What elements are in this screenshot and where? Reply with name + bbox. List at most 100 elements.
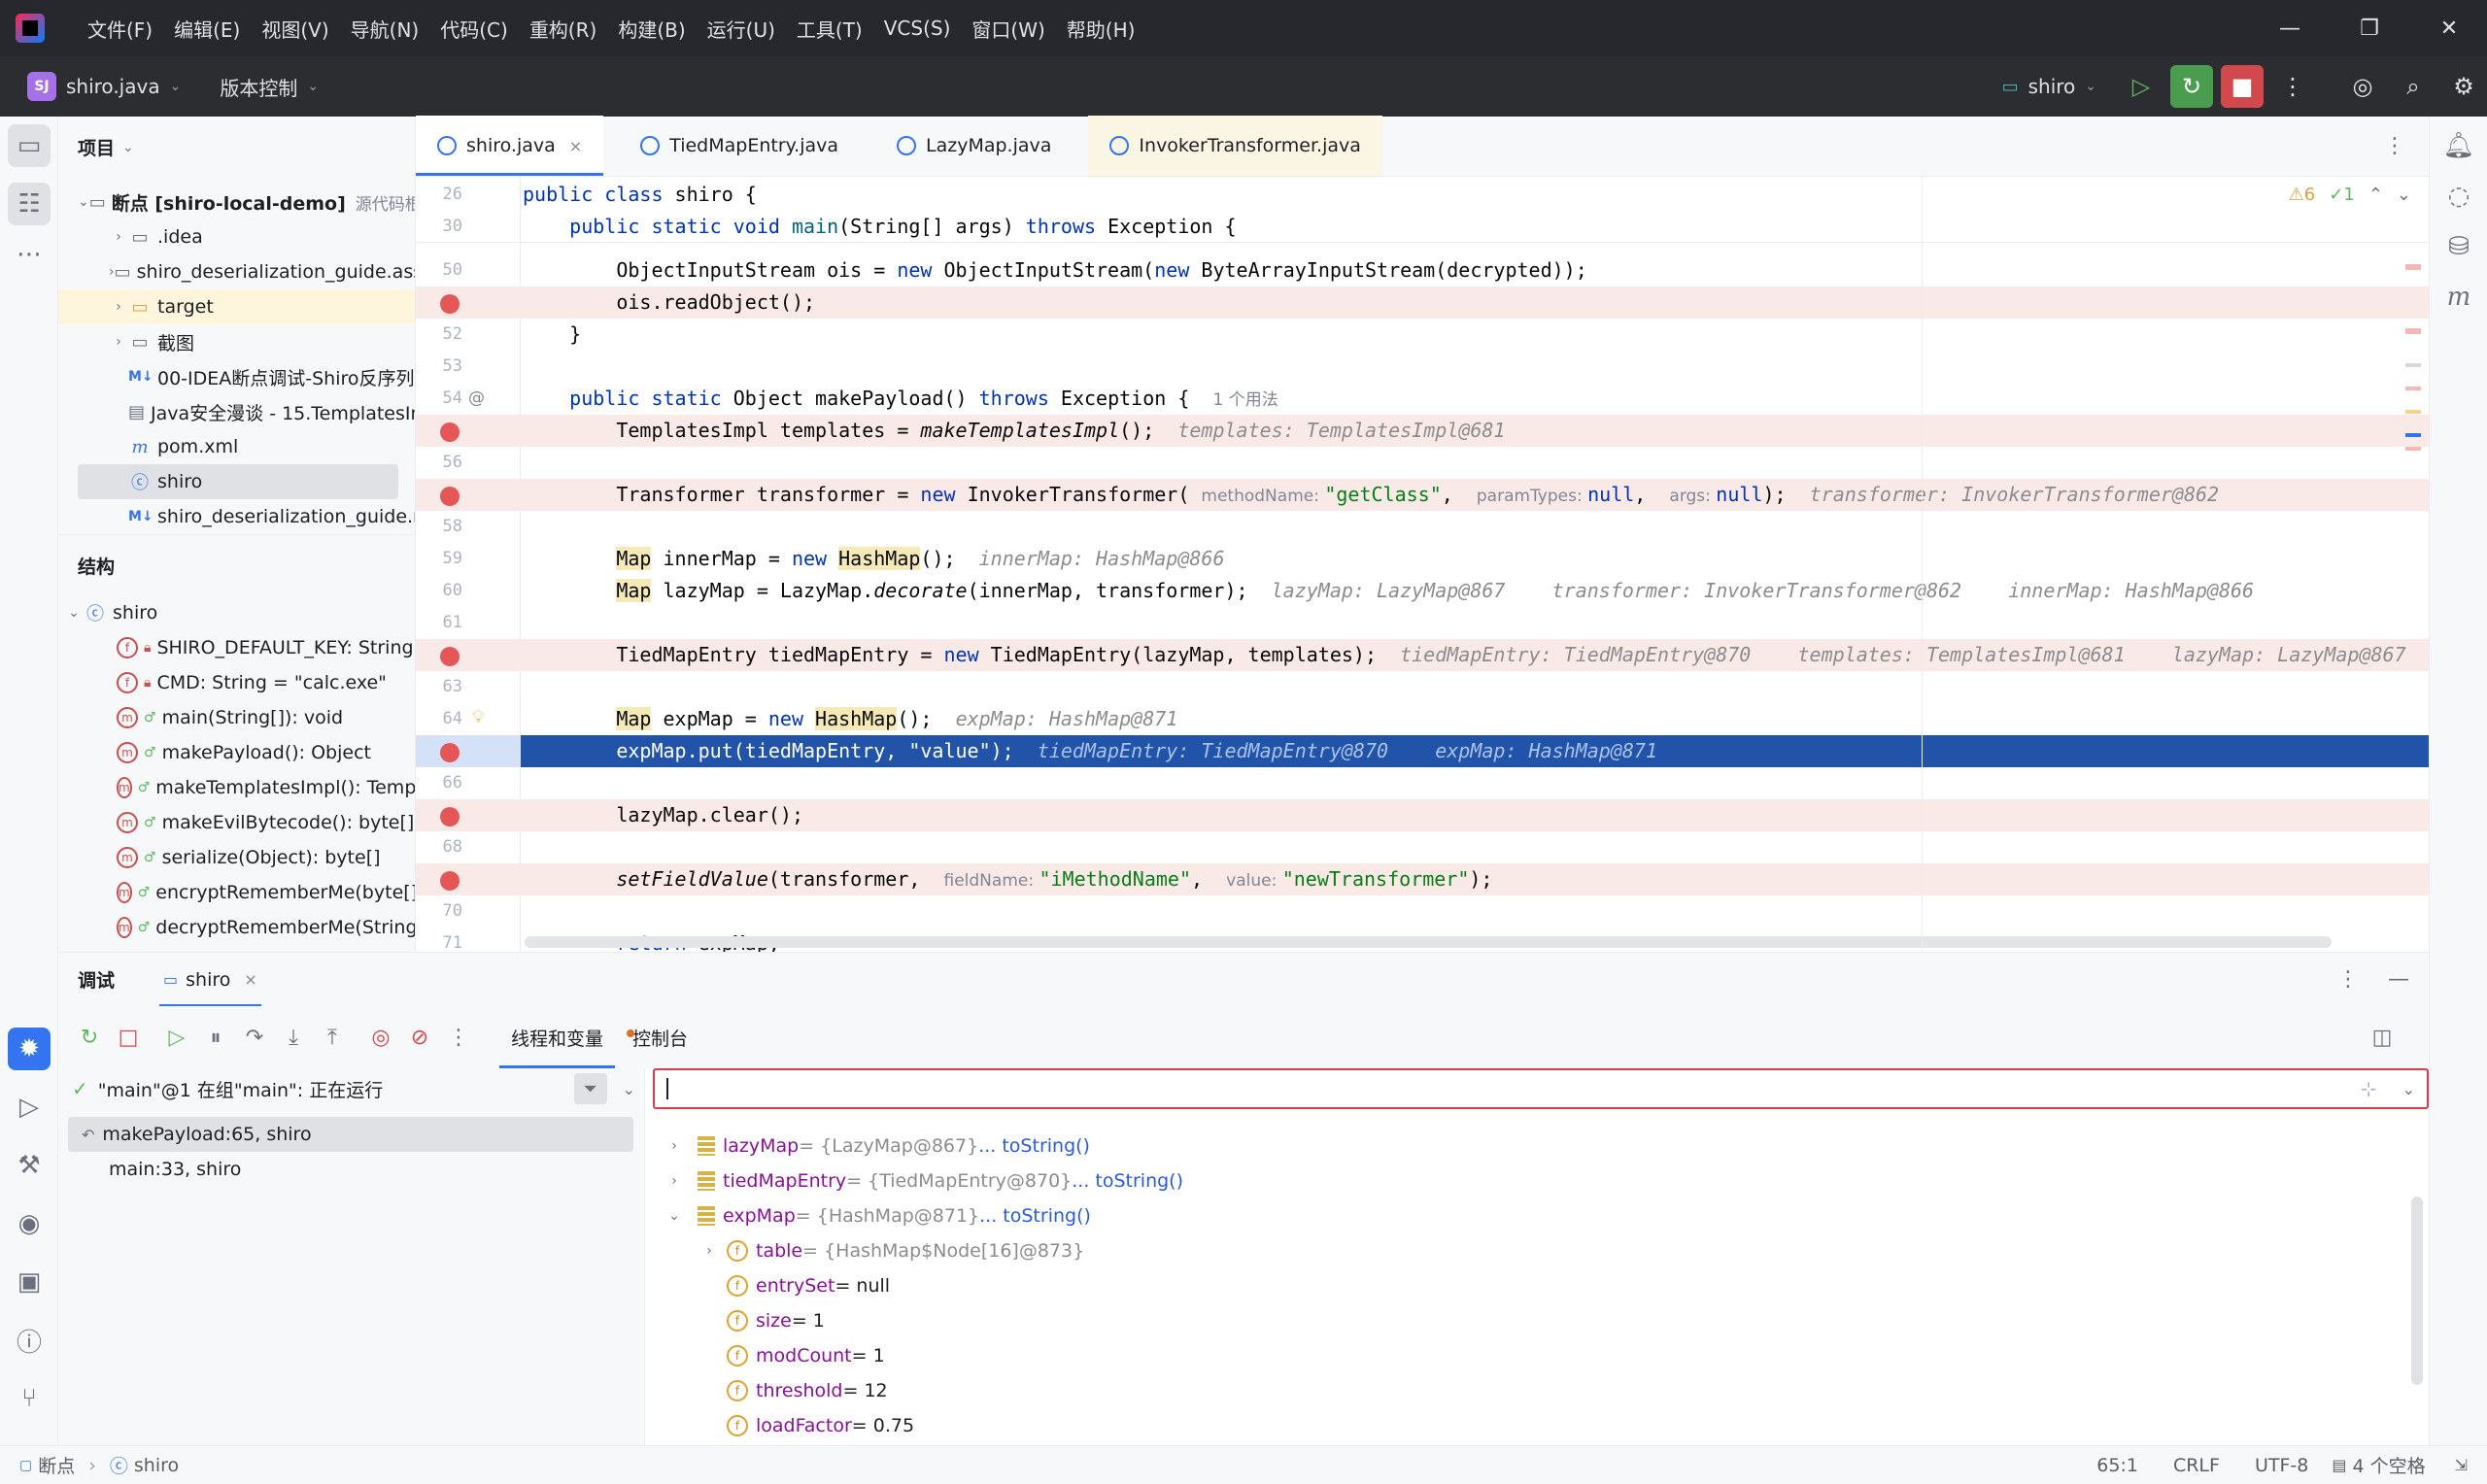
mute-breakpoints-icon[interactable]: ⊘ [410,1025,429,1050]
debug-session-tab[interactable]: ▭ shiro × [159,953,261,1007]
breakpoint-icon[interactable] [440,294,460,314]
structure-icon[interactable]: ☷ [8,183,51,225]
tab-console[interactable]: 控制台 [627,1006,688,1068]
variable-row-expmap[interactable]: ⌄ expMap = {HashMap@871} ... toString() [663,1198,1091,1233]
structure-item[interactable]: m♂ makeEvilBytecode(): byte[] [58,805,415,840]
step-over-icon[interactable]: ↷ [245,1025,264,1050]
stop-icon[interactable]: □ [118,1025,139,1050]
breadcrumb-project[interactable]: 断点 [38,1456,76,1477]
rerun-debug-button[interactable]: ↻ [2170,65,2213,108]
structure-item[interactable]: m♂ main(String[]): void [58,700,415,735]
step-out-icon[interactable]: ⤒ [327,1025,337,1050]
tab-tiedmapentry-java[interactable]: TiedMapEntry.java [619,116,860,176]
vertical-scrollbar[interactable] [2411,1197,2423,1385]
tostring-link[interactable]: ... toString() [978,1135,1090,1157]
chevron-right-icon[interactable]: › [671,1173,677,1189]
layout-settings-icon[interactable]: ◫ [2371,1025,2393,1050]
line-separator[interactable]: CRLF [2172,1454,2220,1476]
more-actions-icon[interactable]: ⋮ [2281,73,2304,100]
variable-row-size[interactable]: f size = 1 [721,1303,825,1338]
variable-row-modcount[interactable]: f modCount = 1 [721,1338,885,1373]
chevron-down-icon[interactable]: ⌄ [668,1208,680,1224]
hide-panel-icon[interactable]: — [2388,967,2409,992]
tree-item-idea[interactable]: › ▭ .idea [58,219,415,254]
tab-threads-variables[interactable]: 线程和变量 [499,1006,616,1068]
more-tabs-icon[interactable]: ⋮ [2384,133,2405,158]
maximize-button[interactable]: ❐ [2360,16,2379,41]
indent-setting[interactable]: 4 个空格 [2352,1456,2426,1477]
chevron-right-icon[interactable]: › [671,1138,677,1154]
horizontal-scrollbar[interactable] [525,936,2332,948]
structure-item[interactable]: m♂ decryptRememberMe(String): byte[] [58,910,415,945]
close-tab-icon[interactable]: × [244,970,257,989]
pause-icon[interactable]: ⏸︎ [210,1025,221,1050]
tree-item-screenshots[interactable]: › ▭ 截图 [58,324,415,359]
variable-row-lazymap[interactable]: › lazyMap = {LazyMap@867} ... toString() [663,1129,1090,1164]
structure-item[interactable]: m♂ makeTemplatesImpl(): TemplatesImpl [58,770,415,805]
resume-button[interactable]: ▷ [2131,73,2151,100]
structure-item[interactable]: f🔒︎ CMD: String = "calc.exe" [58,665,415,700]
implements-annotation-icon[interactable]: @ [468,388,485,408]
tree-item-md-file[interactable]: M↓ 00-IDEA断点调试-Shiro反序列化 [58,359,415,394]
variable-row-threshold[interactable]: f threshold = 12 [721,1373,888,1408]
database-icon[interactable]: ⛁ [2448,232,2470,261]
variable-row-tiedmapentry[interactable]: › tiedMapEntry = {TiedMapEntry@870} ... … [663,1164,1183,1198]
menu-vcs[interactable]: VCS(S) [883,17,951,40]
read-only-lock-icon[interactable]: ⇲ [2454,1456,2468,1474]
tostring-link[interactable]: ... toString() [979,1205,1091,1227]
breakpoint-icon[interactable] [440,871,460,891]
more-options-icon[interactable]: ⋮ [2337,967,2359,992]
file-encoding[interactable]: UTF-8 [2254,1454,2309,1476]
view-breakpoints-icon[interactable]: ◎ [371,1025,391,1050]
debug-bug-icon[interactable]: ✹ [8,1028,51,1070]
menu-run[interactable]: 运行(U) [706,17,775,42]
ai-assistant-icon[interactable]: ◎ [2352,73,2373,100]
variable-row-entryset[interactable]: f entrySet = null [721,1268,890,1303]
menu-window[interactable]: 窗口(W) [971,17,1045,42]
tab-invokertransformer-java[interactable]: InvokerTransformer.java [1088,116,1382,176]
lightbulb-icon[interactable]: 💡︎ [472,707,485,727]
chevron-down-icon[interactable]: ⌄ [622,1079,635,1098]
stack-frame-item[interactable]: main:33, shiro [68,1152,633,1187]
vcs-menu[interactable]: 版本控制 [220,76,298,100]
step-into-icon[interactable]: ⤓ [289,1025,298,1050]
structure-item[interactable]: m♂ serialize(Object): byte[] [58,840,415,875]
menu-tools[interactable]: 工具(T) [796,17,863,42]
services-icon[interactable]: ◉ [17,1209,41,1238]
tree-item-root[interactable]: ⌄ ▭ 断点 [shiro-local-demo] 源代码根 [58,185,415,219]
chevron-right-icon[interactable]: › [706,1243,712,1259]
structure-panel-title[interactable]: 结构 [78,556,116,578]
project-badge[interactable]: SJ [27,72,56,101]
run-config-selector[interactable]: shiro [2027,75,2076,98]
variable-row-table[interactable]: › f table = {HashMap$Node[16]@873} [698,1233,1084,1268]
chevron-down-icon[interactable]: ⌄ [2396,185,2411,205]
breakpoint-icon[interactable] [440,807,460,826]
structure-item[interactable]: m♂ makePayload(): Object [58,735,415,770]
menu-file[interactable]: 文件(F) [87,17,153,42]
menu-navigate[interactable]: 导航(N) [350,17,420,42]
breakpoint-icon[interactable] [440,647,460,666]
terminal-icon[interactable]: ▣ [17,1267,42,1297]
ai-chat-icon[interactable]: ◌ [2447,182,2470,211]
menu-build[interactable]: 构建(B) [618,17,686,42]
menu-view[interactable]: 视图(V) [261,17,329,42]
tree-item-target[interactable]: › ▭ target [58,289,415,324]
stop-button[interactable]: ■ [2221,65,2264,108]
breakpoint-icon[interactable] [440,487,460,506]
caret-position[interactable]: 65:1 [2096,1454,2138,1476]
resume-program-icon[interactable]: ▷ [168,1025,186,1050]
menu-refactor[interactable]: 重构(R) [528,17,597,42]
more-tools-icon[interactable]: ⋯ [17,240,42,269]
problems-icon[interactable]: ⓘ [16,1328,42,1358]
tab-shiro-java[interactable]: shiro.java × [416,116,604,176]
tree-item-md-file-2[interactable]: M↓ shiro_deserialization_guide.md [58,499,415,534]
notifications-bell-icon[interactable]: 🔔︎ [2442,131,2475,160]
menu-code[interactable]: 代码(C) [440,17,508,42]
run-icon[interactable]: ▷ [19,1093,39,1122]
tree-item-txt-file[interactable]: ▤ Java安全漫谈 - 15.TemplatesImpl [58,394,415,429]
inspection-widget[interactable]: ⚠6 ✓1 ⌃ ⌄ [2288,185,2411,205]
more-debug-actions-icon[interactable]: ⋮ [448,1025,469,1050]
filter-icon[interactable]: ⏷ [573,1073,607,1104]
code-editor[interactable]: ⚠6 ✓1 ⌃ ⌄ 26 public class shiro { 30 pub… [416,177,2429,952]
chevron-up-icon[interactable]: ⌃ [2368,185,2383,205]
